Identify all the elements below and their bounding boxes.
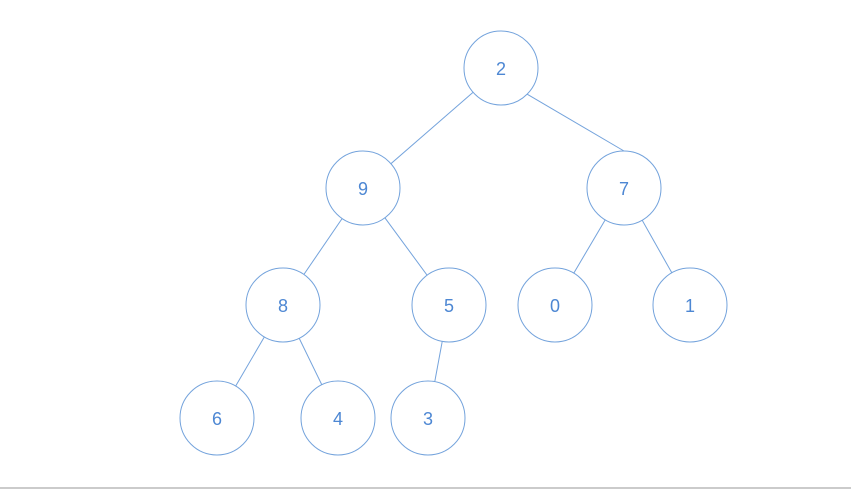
node-circle-7 [586, 150, 662, 226]
bottom-divider [0, 487, 851, 489]
tree-node-9[interactable]: 9 [325, 150, 401, 226]
tree-node-4[interactable]: 4 [300, 380, 376, 456]
tree-edge-2-7 [526, 93, 625, 152]
tree-node-6[interactable]: 6 [179, 380, 255, 456]
node-label-1: 1 [685, 296, 695, 316]
node-label-3: 3 [423, 409, 433, 429]
node-circle-0 [517, 267, 593, 343]
node-label-7: 7 [619, 179, 629, 199]
tree-node-5[interactable]: 5 [411, 267, 487, 343]
tree-nodes-layer: 2 9 7 8 5 0 1 6 4 3 [179, 30, 728, 456]
tree-node-7[interactable]: 7 [586, 150, 662, 226]
node-circle-6 [179, 380, 255, 456]
node-circle-1 [652, 267, 728, 343]
node-circle-5 [411, 267, 487, 343]
node-circle-3 [390, 380, 466, 456]
tree-node-8[interactable]: 8 [245, 267, 321, 343]
node-label-4: 4 [333, 409, 343, 429]
node-label-2: 2 [496, 59, 506, 79]
tree-edges-layer [216, 67, 691, 419]
tree-node-3[interactable]: 3 [390, 380, 466, 456]
node-circle-4 [300, 380, 376, 456]
node-label-5: 5 [444, 296, 454, 316]
tree-node-2[interactable]: 2 [463, 30, 539, 106]
node-circle-8 [245, 267, 321, 343]
tree-node-1[interactable]: 1 [652, 267, 728, 343]
node-label-6: 6 [212, 409, 222, 429]
node-label-0: 0 [550, 296, 560, 316]
node-label-9: 9 [358, 179, 368, 199]
tree-node-0[interactable]: 0 [517, 267, 593, 343]
node-circle-2 [463, 30, 539, 106]
node-label-8: 8 [278, 296, 288, 316]
node-circle-9 [325, 150, 401, 226]
